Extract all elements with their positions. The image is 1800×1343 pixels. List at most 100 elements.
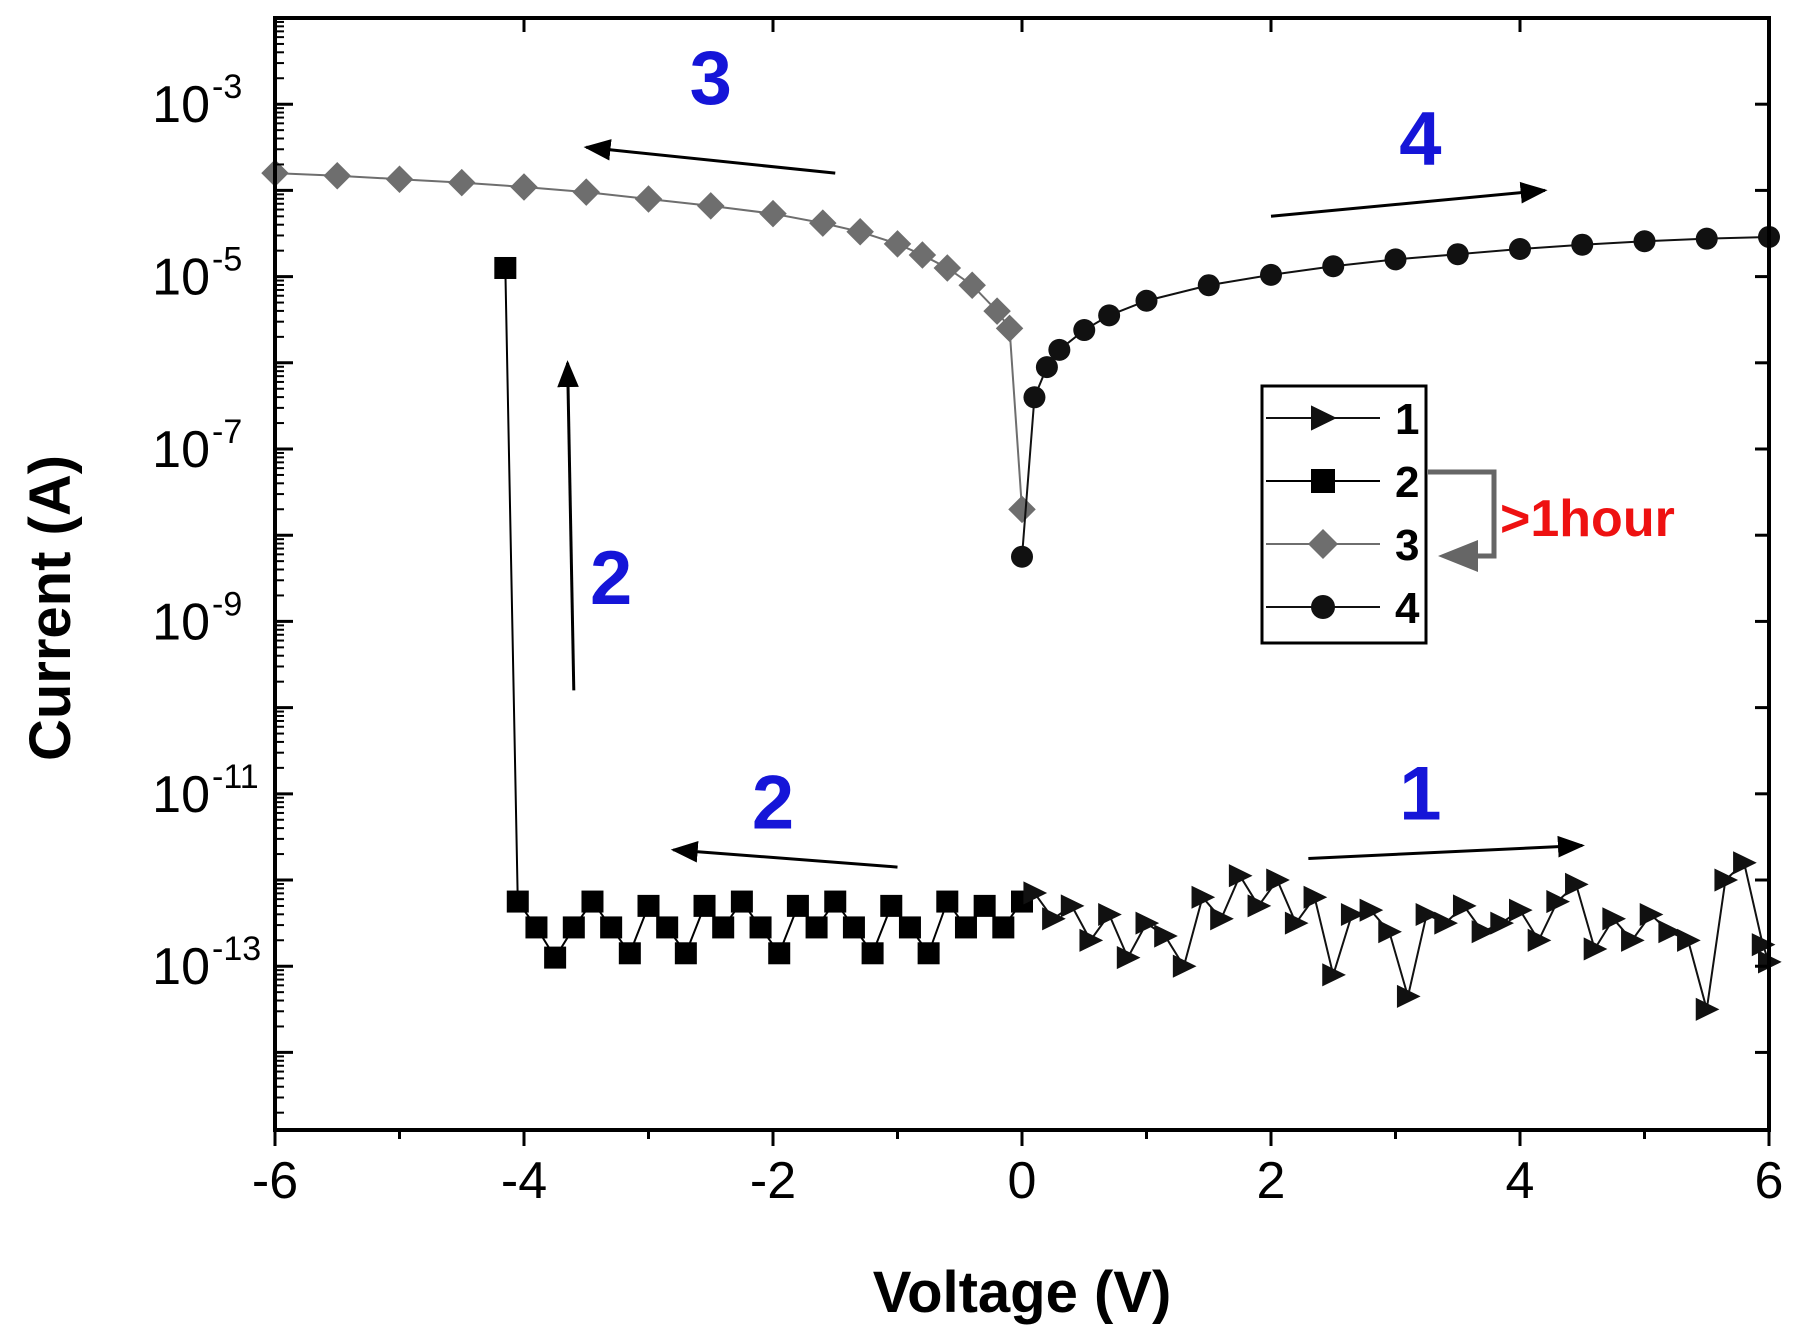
series-1-point <box>1490 911 1514 935</box>
series-2-point <box>581 890 604 913</box>
series-2-point <box>805 916 828 939</box>
series-2-point <box>768 942 791 965</box>
series-4 <box>1011 225 1780 568</box>
legend-label: 2 <box>1395 458 1419 507</box>
series-1-point <box>1602 907 1627 931</box>
series-2-line <box>504 267 1023 960</box>
series-2-point <box>936 890 959 913</box>
series-2-point <box>674 942 697 965</box>
series-2-point <box>749 916 772 939</box>
x-tick-label: 2 <box>1257 1152 1286 1210</box>
note-bracket <box>1428 469 1497 572</box>
series-1-point <box>1415 902 1440 927</box>
series-1-point <box>1396 984 1421 1008</box>
series-1-point <box>1322 963 1346 987</box>
series-1-point <box>1340 902 1365 927</box>
series-3-point <box>385 165 414 193</box>
series-2 <box>494 256 1033 969</box>
series-3-point <box>995 314 1024 343</box>
y-axis-title: Current (A) <box>18 455 83 761</box>
sweep-arrow <box>670 840 898 869</box>
y-tick-exponent: -7 <box>212 413 242 451</box>
legend-entry-4: 4 <box>1266 584 1420 633</box>
series-1-point <box>1210 907 1234 931</box>
series-3-point <box>323 161 351 190</box>
x-tick-label: 4 <box>1506 1152 1535 1210</box>
series-1-point <box>1565 872 1589 896</box>
series-4-point <box>1509 238 1531 261</box>
series-1-point <box>1658 920 1683 944</box>
series-3 <box>261 159 1036 524</box>
series-1-point <box>1546 890 1570 914</box>
segment-label: 2 <box>752 760 794 845</box>
series-2-point <box>525 916 548 939</box>
series-1-point <box>1247 894 1272 918</box>
legend: 1 2 3 4 <box>1260 384 1428 645</box>
series-1-point <box>1621 928 1645 952</box>
time-note: >1hour <box>1428 469 1675 572</box>
series-4-point <box>1023 386 1046 409</box>
series-1-point <box>1154 924 1178 948</box>
series-3-point <box>846 218 874 246</box>
series-1-point <box>1191 885 1216 909</box>
series-1 <box>1023 851 1782 1021</box>
series-1-point <box>1284 911 1309 935</box>
series-1-point <box>1527 928 1552 952</box>
series-1-point <box>1733 851 1757 875</box>
segment-label: 1 <box>1399 752 1441 837</box>
legend-marker <box>1311 595 1335 619</box>
series-layer <box>261 159 1782 1021</box>
series-2-point <box>992 916 1015 939</box>
series-3-point <box>448 168 476 197</box>
series-2-point <box>656 916 679 939</box>
series-2-point <box>618 942 641 965</box>
y-tick-label: 10 <box>152 76 210 134</box>
series-2-point <box>880 894 903 917</box>
legend-label: 3 <box>1395 521 1419 570</box>
legend-box <box>1260 384 1428 645</box>
legend-entry-2: 2 <box>1266 458 1419 507</box>
series-1-point <box>1434 911 1458 935</box>
legend-entry-3: 3 <box>1266 521 1419 570</box>
series-4-point <box>1633 230 1656 253</box>
series-4-point <box>1322 255 1345 278</box>
series-3-point <box>1008 495 1036 524</box>
series-1-point <box>1639 902 1664 927</box>
series-4-point <box>1011 545 1033 568</box>
series-1-point <box>1266 868 1290 892</box>
series-3-point <box>933 254 962 282</box>
legend-marker <box>1308 529 1338 559</box>
series-2-point <box>730 890 753 913</box>
series-4-point <box>1135 289 1158 312</box>
series-3-point <box>697 192 725 220</box>
series-2-point <box>600 916 623 939</box>
legend-marker <box>1311 405 1337 431</box>
series-1-point <box>1023 881 1048 905</box>
series-3-point <box>572 178 600 206</box>
series-2-point <box>917 942 940 965</box>
series-3-point <box>510 173 538 201</box>
series-1-point <box>1677 928 1701 952</box>
note-label: >1hour <box>1500 490 1675 548</box>
series-1-point <box>1060 894 1085 918</box>
series-1-point <box>1359 898 1384 922</box>
series-1-point <box>1509 898 1533 922</box>
series-1-point <box>1695 997 1720 1021</box>
segment-label: 3 <box>690 36 732 121</box>
x-tick-label: -2 <box>750 1152 796 1210</box>
series-1-point <box>1098 902 1122 927</box>
series-1-point <box>1471 920 1496 944</box>
series-1-point <box>1116 946 1141 970</box>
series-4-point <box>1384 248 1407 271</box>
legend-label: 1 <box>1395 395 1419 444</box>
x-tick-label: -6 <box>252 1152 298 1210</box>
series-1-point <box>1452 894 1477 918</box>
series-2-point <box>842 916 865 939</box>
y-tick-exponent: -11 <box>212 758 259 796</box>
series-1-point <box>1378 920 1402 944</box>
series-2-point <box>494 256 517 279</box>
series-1-point <box>1079 928 1104 952</box>
legend-entries: 1 2 3 4 <box>1266 395 1420 633</box>
sweep-arrow <box>557 360 579 691</box>
